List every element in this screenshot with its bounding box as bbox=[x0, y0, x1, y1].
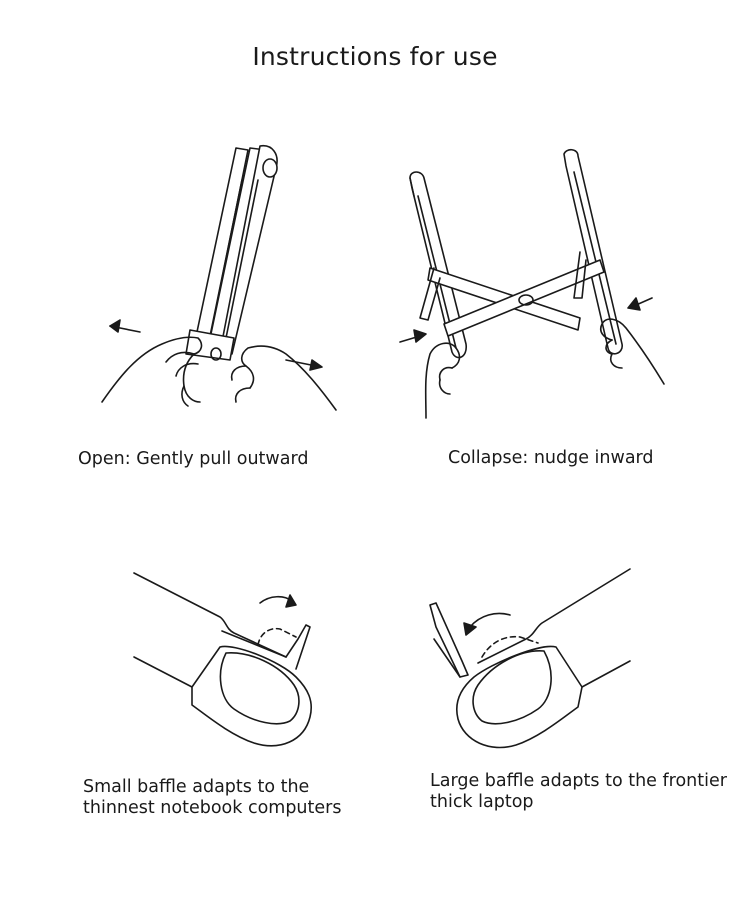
step-collapse-caption: Collapse: nudge inward bbox=[448, 448, 654, 468]
step-open-caption: Open: Gently pull outward bbox=[78, 449, 309, 469]
page-title: Instructions for use bbox=[252, 42, 498, 71]
large-baffle-illustration bbox=[420, 565, 640, 765]
small-baffle-illustration bbox=[130, 565, 350, 765]
collapse-stand-illustration bbox=[390, 148, 680, 420]
open-stand-illustration bbox=[90, 140, 340, 420]
